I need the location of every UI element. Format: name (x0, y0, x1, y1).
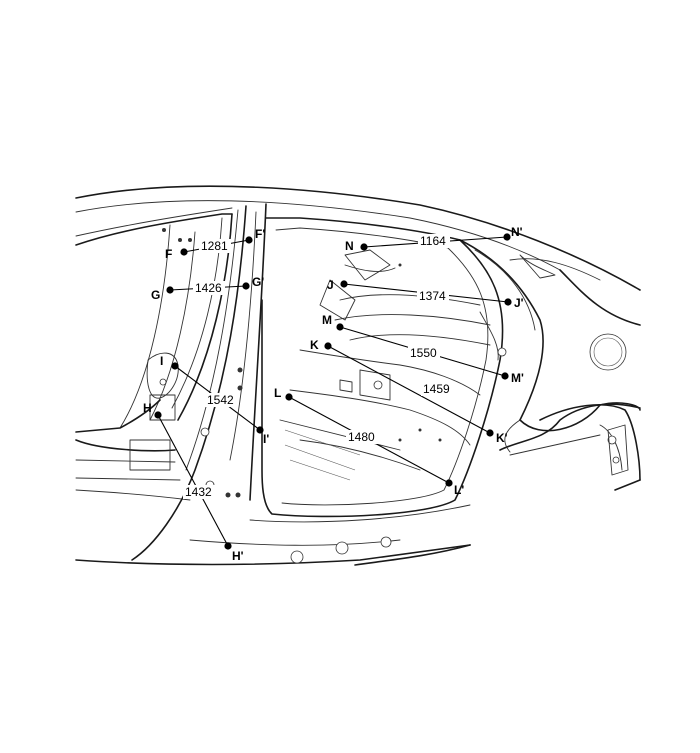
label-N: N (345, 239, 354, 253)
point-G-prime (242, 282, 250, 290)
dimension-FF: 1281 (201, 239, 228, 253)
label-N-prime: N' (511, 225, 523, 239)
label-F: F (165, 247, 172, 261)
dimension-JJ: 1374 (419, 289, 446, 303)
label-F-prime: F' (255, 227, 265, 241)
point-M-prime (501, 372, 509, 380)
point-L-prime (445, 479, 453, 487)
label-K-prime: K' (496, 431, 508, 445)
point-G (166, 286, 174, 294)
label-I: I (160, 354, 163, 368)
label-G: G (151, 288, 160, 302)
label-L-prime: L' (454, 483, 464, 497)
measure-points (154, 233, 512, 550)
label-J: J (327, 278, 334, 292)
label-H: H (143, 401, 152, 415)
point-M (336, 323, 344, 331)
leader-K-Kprime (327, 345, 491, 434)
label-M-prime: M' (511, 371, 524, 385)
point-I-prime (256, 426, 264, 434)
leader-H-Hprime (157, 414, 229, 547)
point-F-prime (245, 236, 253, 244)
point-L (285, 393, 293, 401)
point-J-prime (504, 298, 512, 306)
label-J-prime: J' (514, 296, 524, 310)
label-L: L (274, 386, 281, 400)
point-N-prime (503, 233, 511, 241)
label-K: K (310, 338, 319, 352)
point-H-prime (224, 542, 232, 550)
dimension-HH: 1432 (185, 485, 212, 499)
dimension-KK: 1459 (423, 382, 450, 396)
dimension-GG: 1426 (195, 281, 222, 295)
label-I-prime: I' (263, 432, 269, 446)
dimension-NN: 1164 (420, 234, 446, 248)
dimension-II: 1542 (207, 393, 234, 407)
point-labels: F F' G G' H H' I I' J J' K K' L L' M M' … (143, 225, 524, 563)
point-F (180, 248, 188, 256)
point-J (340, 280, 348, 288)
car-body-side-structure (75, 185, 641, 566)
point-I (171, 362, 179, 370)
point-H (154, 411, 162, 419)
point-K-prime (486, 429, 494, 437)
dimension-LL: 1480 (348, 430, 375, 444)
point-N (360, 243, 368, 251)
label-H-prime: H' (232, 549, 244, 563)
label-M: M (322, 313, 332, 327)
dimension-values: 1281 1426 1432 1542 1374 1459 1480 1550 … (183, 234, 453, 499)
label-G-prime: G' (252, 275, 264, 289)
dimension-MM: 1550 (410, 346, 437, 360)
point-K (324, 342, 332, 350)
